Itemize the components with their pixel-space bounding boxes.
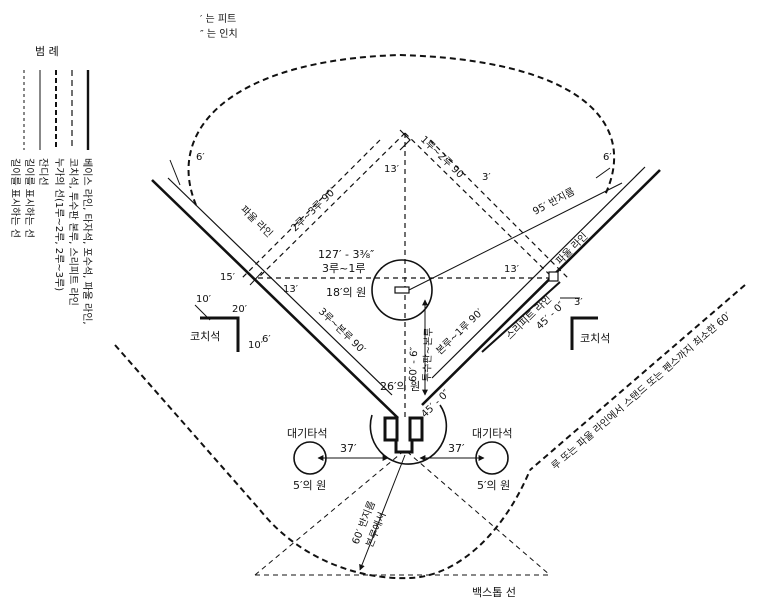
pitch-distance-label: 60′ - 6″: [408, 346, 420, 382]
outfield-grass-arc: [187, 53, 616, 206]
first-second-label: 1루~2루 90′: [418, 134, 468, 183]
first-base: [548, 271, 559, 282]
six-right: 6′: [603, 152, 612, 163]
foul-line-left: [151, 179, 399, 419]
legend: 범 례 베이스 라인, 타자석, 포수석, 파울 라인, 코치석, 투수판 본루…: [9, 45, 93, 325]
home-plate-area: [383, 416, 424, 454]
third-home-label: 3루~본루 90′: [316, 306, 368, 357]
legend-item-2: 코치석, 투수판 본루, 스리피트 라인: [67, 158, 79, 306]
pitch-label: 투수판~본루: [421, 327, 435, 382]
thirteen-right: 13′: [504, 264, 520, 275]
catcher-box: [394, 440, 414, 454]
fifteen: 15′: [220, 272, 236, 283]
thirteen-left: 13′: [283, 284, 299, 295]
base-line-1-2: [404, 132, 554, 279]
pitcher-plate: [394, 286, 410, 294]
second-base: [399, 129, 411, 151]
ten-a: 10′: [196, 294, 212, 305]
dist-37-right: 37′: [448, 442, 465, 455]
infield: [239, 132, 571, 420]
circle5-left-label: 5′의 원: [293, 479, 326, 492]
foul-line-right-inner: [431, 166, 646, 379]
grass-line-1-2: [429, 139, 571, 281]
batter-box-left: [383, 416, 399, 442]
three-right: 3′: [574, 297, 583, 308]
twenty: 20′: [232, 304, 248, 315]
thirteen-top: 13′: [384, 164, 400, 175]
legend-item-6: 길이를 표시하는 선: [9, 158, 22, 238]
radius-60-arrow: [359, 454, 406, 571]
diag-label-1: 127′ - 3⅜″: [318, 248, 374, 261]
ondeck-right-label: 대기타석: [472, 427, 512, 440]
batter-box-right: [408, 416, 424, 442]
dimension-ticks: [169, 159, 611, 321]
diag-label-2: 3루~1루: [322, 262, 365, 275]
legend-item-1: 베이스 라인, 타자석, 포수석, 파울 라인,: [81, 158, 93, 325]
six-coach: 6′: [262, 334, 271, 345]
units-feet: ′ 는 피트: [200, 13, 236, 25]
radius-95-label: 95′ 반지름: [531, 186, 577, 218]
home-circle: [369, 404, 448, 465]
six-left: 6′: [196, 152, 205, 163]
legend-item-3: 누가의 선(1루~2루, 2루~3루): [53, 158, 65, 291]
dist-37-left: 37′: [340, 442, 357, 455]
second-third-label: 2루~3루 90′: [289, 185, 339, 234]
circle-18-label: 18′의 원: [326, 286, 366, 299]
three-top: 3′: [482, 172, 491, 183]
legend-title: 범 례: [35, 45, 59, 58]
circle-26-label: 26′의 원: [380, 380, 420, 393]
left-stand-line: [114, 344, 261, 511]
coach-box-right: [570, 316, 598, 350]
base-line-2-3: [257, 132, 406, 279]
grass-line-2-3: [239, 139, 381, 281]
radius-95-line: [404, 182, 623, 293]
ondeck-left-label: 대기타석: [287, 427, 327, 440]
foul-line-right-label: 파울 라인: [554, 230, 591, 267]
legend-item-4: 잔디선: [37, 158, 49, 186]
foul-line-right: [421, 169, 661, 406]
circle5-right-label: 5′의 원: [477, 479, 510, 492]
coach-box-left: [200, 316, 240, 352]
ten-b: 10′: [248, 340, 264, 351]
backstop-triangle: [254, 449, 551, 576]
coach-left-label: 코치석: [190, 330, 220, 343]
stand-note: 루 또는 파울 라인에서 스탠드 또는 펜스까지 최소한 60′: [549, 309, 734, 472]
coach-right-label: 코치석: [580, 332, 610, 345]
units-inches: ″ 는 인치: [200, 28, 238, 40]
backstop-arc: [259, 469, 531, 580]
foul-line-left-label: 파울 라인: [238, 204, 275, 240]
foul-line-left-inner: [167, 177, 393, 396]
three-foot-line: [481, 281, 561, 353]
backstop-line-label: 백스톱 선: [472, 586, 516, 599]
outer-boundary: [114, 53, 746, 580]
pitcher-circle: [371, 259, 433, 321]
right-stand-line: [529, 284, 746, 471]
foul-lines: [151, 166, 661, 419]
legend-item-5: 길이를 표시하는 선: [23, 158, 36, 238]
